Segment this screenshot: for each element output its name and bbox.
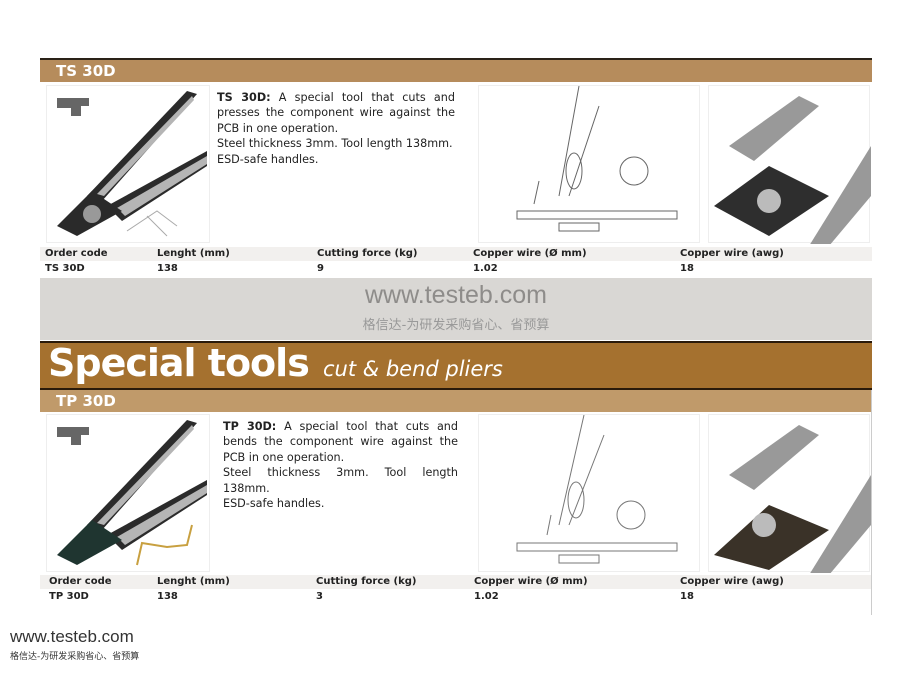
pliers-icon [57,420,207,566]
right-border [871,390,872,615]
pliers-closeup-icon [714,96,871,246]
banner-title: Special tools [48,341,310,385]
watermark-url: www.testeb.com [364,281,547,309]
footer-watermark-url: www.testeb.com [10,627,134,646]
top-rule [40,58,872,60]
product-description: TP 30D: A special tool that cuts and ben… [223,420,459,511]
watermark-slogan: 格信达-为研发采购省心、省预算 [362,318,550,333]
watermark-band: www.testeb.com 格信达-为研发采购省心、省预算 [40,278,872,340]
pliers-closeup-photo [708,414,871,575]
pliers-photo [46,85,210,243]
pliers-icon [57,91,207,237]
diagram-icon [516,85,678,232]
section-banner: Special tools cut & bend pliers [40,341,872,390]
product-description: TS 30D: A special tool that cuts and pre… [217,91,455,166]
pliers-closeup-icon [714,425,871,575]
pliers-photo [46,414,210,572]
footer-watermark-slogan: 格信达-为研发采购省心、省预算 [10,652,140,662]
usage-diagram [478,414,700,572]
banner-subtitle: cut & bend pliers [323,357,503,381]
product-header-tp30d: TP 30D [40,390,872,412]
product-header-ts30d: TS 30D [40,60,872,82]
product-row-ts30d: TS 30D: A special tool that cuts and pre… [40,83,872,246]
usage-diagram [478,85,700,243]
diagram-icon [516,414,678,564]
pliers-closeup-photo [708,85,871,246]
product-row-tp30d: TP 30D: A special tool that cuts and ben… [40,412,872,575]
